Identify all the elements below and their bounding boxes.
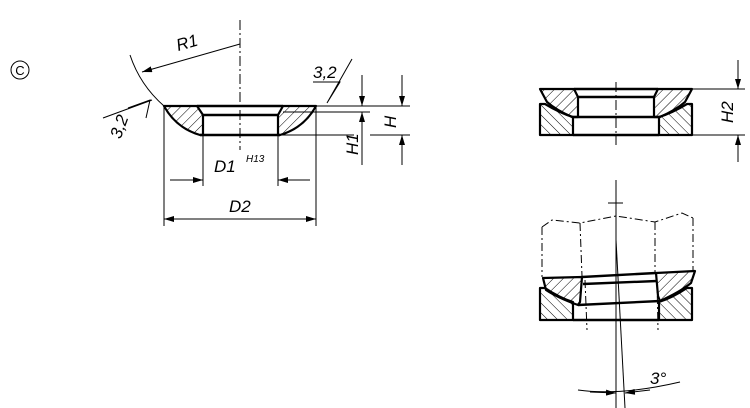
radius-arc [129, 54, 165, 107]
angle-label: 3° [650, 369, 666, 388]
washer-section-view: R1 3,2 3,2 H1 H D1 H13 D2 [102, 20, 410, 226]
h1-label: H1 [343, 133, 362, 155]
radius-label: R1 [174, 31, 200, 55]
tilted-nut-view: 3° [538, 180, 697, 408]
lower-left-section [538, 102, 575, 137]
lower-right-section [657, 102, 694, 137]
variant-marker: C [10, 60, 30, 80]
base-right [657, 286, 694, 322]
washer-set-section-view: H2 [538, 60, 745, 162]
hex-nut-outline [541, 212, 694, 228]
d2-label: D2 [229, 197, 251, 216]
h-label: H [381, 115, 400, 128]
d1-tolerance: H13 [246, 154, 265, 165]
section-left [162, 104, 205, 137]
roughness-symbol-left [127, 99, 151, 119]
tilted-upper-right [654, 269, 697, 303]
tilted-axis [615, 239, 626, 408]
section-right [276, 104, 318, 137]
roughness-left-label: 3,2 [106, 112, 132, 141]
h2-label: H2 [718, 101, 737, 123]
roughness-symbol-right [313, 58, 353, 104]
angle-arc [577, 381, 681, 393]
d1-label: D1 [214, 157, 236, 176]
base-left [538, 286, 575, 322]
radius-dimension [141, 43, 241, 73]
roughness-right-label: 3,2 [313, 63, 337, 82]
svg-text:C: C [15, 63, 24, 78]
